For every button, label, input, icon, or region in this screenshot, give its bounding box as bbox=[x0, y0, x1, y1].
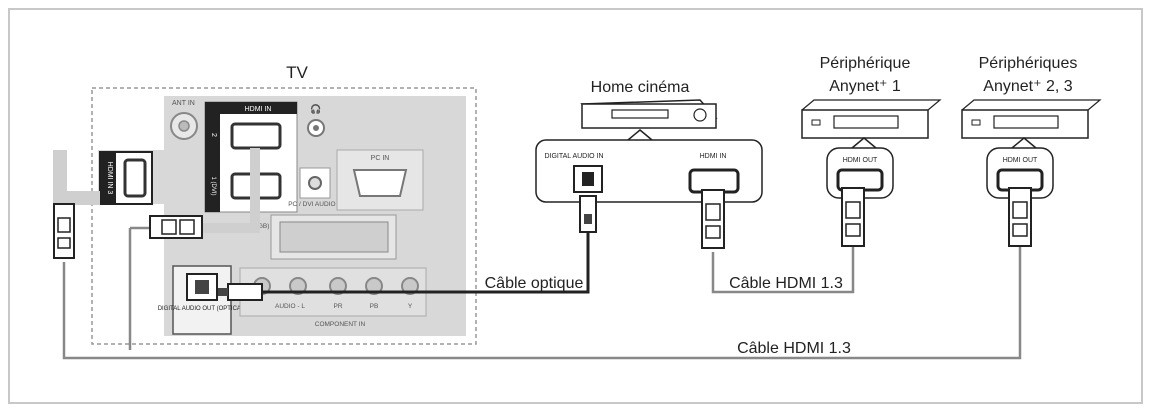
hdmi-in-3-label: HDMI IN 3 bbox=[106, 162, 113, 195]
pc-dvi-audio-label: PC / DVI AUDIO IN bbox=[288, 201, 344, 208]
device23-title-line1: Périphériques bbox=[979, 55, 1078, 72]
optical-cable bbox=[262, 232, 590, 294]
digital-audio-out-port bbox=[186, 273, 218, 301]
hdmi-long-cable-label: Câble HDMI 1.3 bbox=[737, 340, 851, 357]
audio-l-label: AUDIO - L bbox=[275, 303, 305, 310]
hc-hdmi-port bbox=[688, 168, 740, 194]
hdmi-port-1-label: 1 (DVI) bbox=[210, 176, 216, 195]
device23-title-line2: Anynet⁺ 2, 3 bbox=[983, 78, 1072, 95]
y-label: Y bbox=[408, 303, 413, 310]
pb-label: PB bbox=[370, 303, 379, 310]
home-cinema-title: Home cinéma bbox=[591, 79, 690, 96]
hc-hdmi-in-label: HDMI IN bbox=[700, 153, 727, 160]
optical-plug-tv bbox=[227, 283, 263, 301]
device23-hdmi-out-label: HDMI OUT bbox=[1003, 157, 1038, 164]
tv-outline bbox=[91, 87, 477, 345]
optical-cable-label: Câble optique bbox=[485, 275, 584, 292]
device1-hdmi-out-label: HDMI OUT bbox=[843, 157, 878, 164]
digital-audio-out-label: DIGITAL AUDIO OUT (OPTICAL) bbox=[158, 306, 247, 312]
ant-in-label: ANT IN bbox=[172, 100, 195, 107]
tv-title: TV bbox=[286, 63, 308, 82]
hdmi-short-cable-label: Câble HDMI 1.3 bbox=[729, 275, 843, 292]
hdmi-in-3-port bbox=[123, 158, 147, 198]
pc-in-port bbox=[352, 169, 408, 197]
hdmi-short-cable bbox=[711, 246, 855, 294]
hdmi-port-2 bbox=[230, 122, 282, 150]
hdmi-long-cable bbox=[62, 246, 1022, 360]
device1-title-line2: Anynet⁺ 1 bbox=[829, 78, 901, 95]
hdmi-in-label: HDMI IN bbox=[245, 106, 272, 113]
hdmi-port-2-label: 2 bbox=[210, 133, 217, 137]
pc-in-label: PC IN bbox=[371, 155, 390, 162]
component-in-label: COMPONENT IN bbox=[315, 321, 366, 328]
pr-label: PR bbox=[333, 303, 342, 310]
headphone-icon: 🎧 bbox=[310, 103, 321, 114]
device1-title-line1: Périphérique bbox=[820, 55, 911, 72]
hc-digital-audio-in-label: DIGITAL AUDIO IN bbox=[544, 153, 603, 160]
